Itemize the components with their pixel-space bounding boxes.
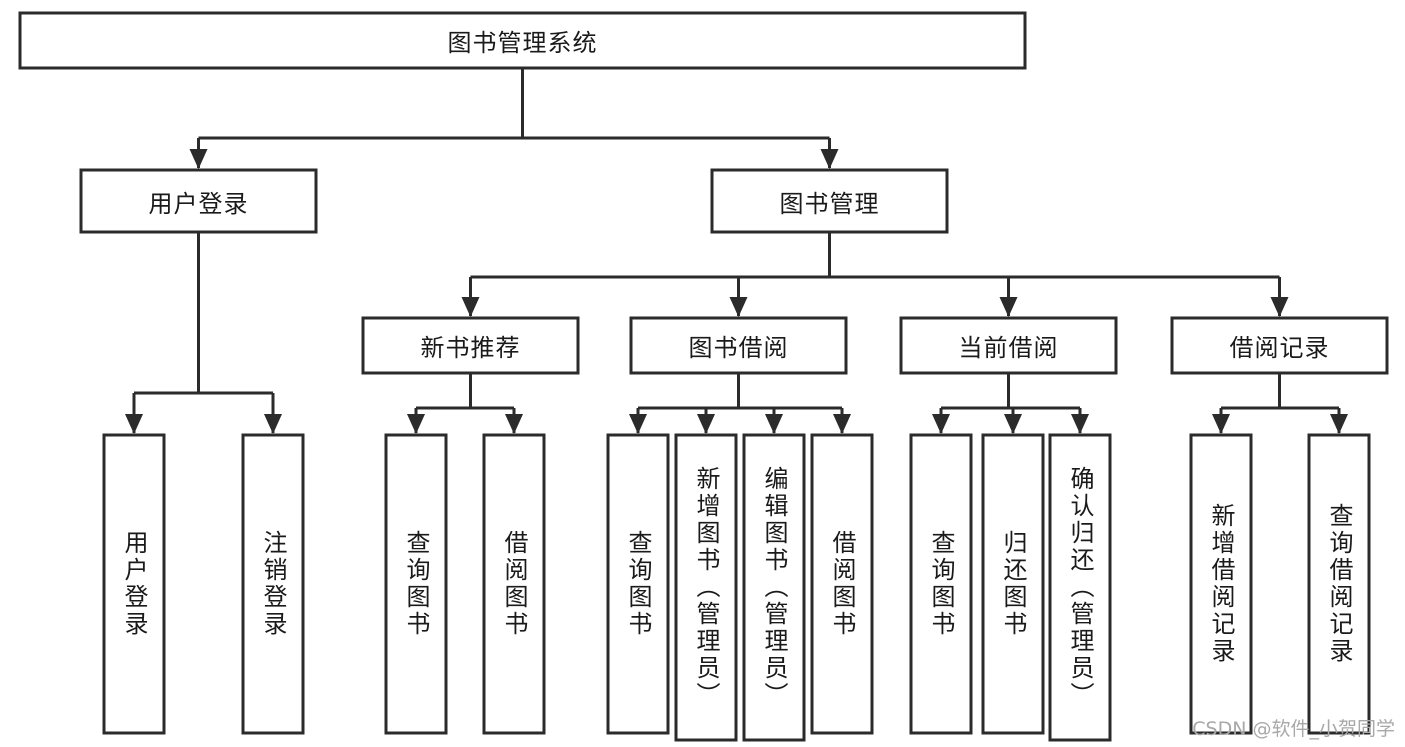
node-leaf-borrow-book-1[interactable] [482,433,546,735]
arrow-head-icon [1071,414,1089,434]
node-leaf-borrow-book-2[interactable] [810,433,874,735]
node-leaf-query-book-3[interactable] [909,433,973,735]
arrow-head-icon [1004,414,1022,434]
arrow-head-icon [697,414,715,434]
arrow-head-icon [125,414,143,434]
arrow-head-icon [505,414,523,434]
node-book-borrow[interactable] [629,316,848,375]
arrow-head-icon [765,414,783,434]
arrow-head-icon [189,149,208,169]
node-leaf-logout-login[interactable] [241,433,305,735]
arrow-head-icon [1330,414,1348,434]
arrow-head-icon [407,414,425,434]
arrow-head-icon [729,297,748,317]
root-node-book-management-system[interactable] [18,11,1027,70]
arrow-head-icon [461,297,480,317]
arrow-head-icon [932,414,950,434]
node-leaf-add-record[interactable] [1189,433,1253,735]
node-leaf-query-record[interactable] [1307,433,1371,735]
arrow-head-icon [999,297,1018,317]
node-leaf-query-book-1[interactable] [384,433,448,735]
arrow-head-icon [1212,414,1230,434]
node-leaf-return-book[interactable] [981,433,1045,735]
arrow-head-icon [1270,297,1289,317]
arrow-head-icon [833,414,851,434]
node-current-borrow[interactable] [899,316,1118,375]
node-leaf-user-login[interactable] [102,433,166,735]
arrow-head-icon [629,414,647,434]
arrow-head-icon [820,149,839,169]
node-leaf-edit-book[interactable] [742,433,806,742]
node-leaf-add-book[interactable] [674,433,738,742]
node-borrow-record[interactable] [1170,316,1389,375]
arrow-head-icon [264,414,282,434]
node-leaf-confirm-return[interactable] [1048,433,1112,742]
box-layer [18,11,1389,742]
node-book-manage[interactable] [710,168,949,234]
node-user-login[interactable] [79,168,318,234]
node-new-book-rec[interactable] [361,316,580,375]
node-leaf-query-book-2[interactable] [606,433,670,735]
connector-layer [125,68,1348,434]
